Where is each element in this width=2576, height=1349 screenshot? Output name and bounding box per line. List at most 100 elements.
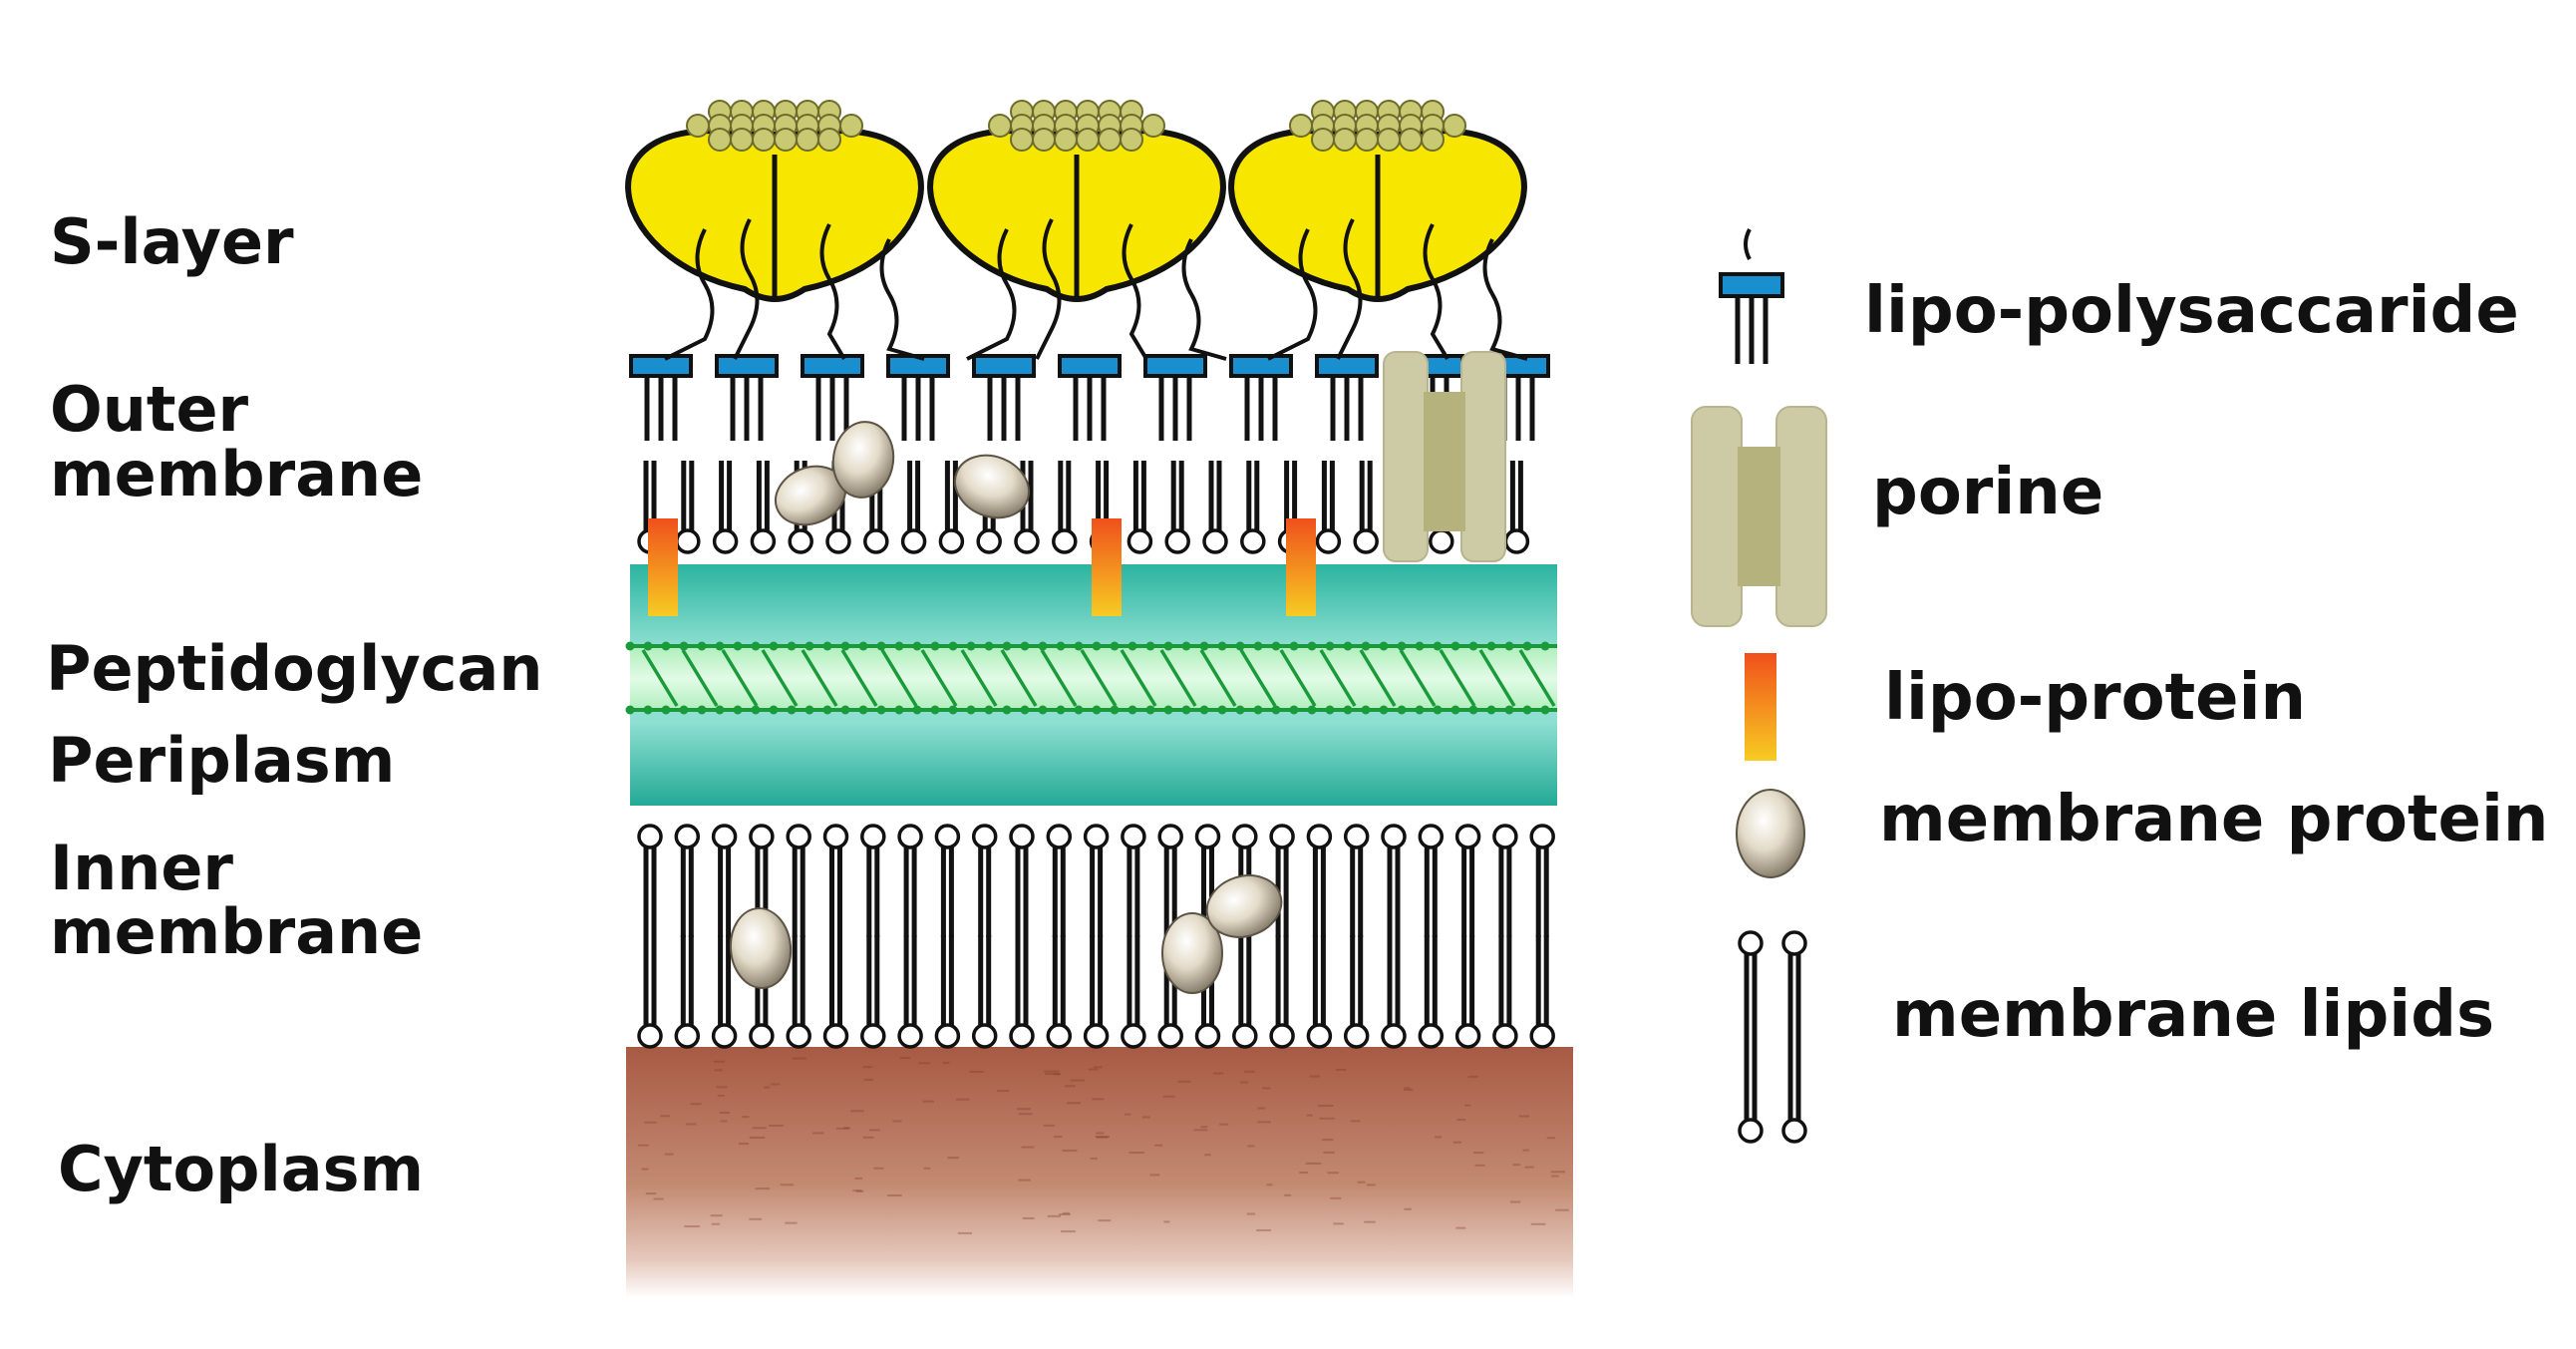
cytoplasm-speckle <box>899 1057 911 1060</box>
inner-lipid-inner-leaflet <box>1083 935 1110 1049</box>
cytoplasm-speckle <box>850 1110 864 1113</box>
lipid-head <box>938 528 965 554</box>
lps-head <box>1143 354 1207 378</box>
peptidoglycan-node <box>1307 705 1317 715</box>
lipid-head <box>1454 824 1481 849</box>
cytoplasm-speckle <box>645 1192 657 1195</box>
peptidoglycan-node <box>1433 705 1443 715</box>
cytoplasm-speckle <box>947 1157 960 1160</box>
lipid-head <box>1121 1023 1146 1049</box>
cytoplasm-speckle <box>1162 1095 1175 1098</box>
cytoplasm-speckle <box>717 1094 726 1097</box>
lipid-head <box>1083 824 1110 849</box>
outer-lipid-inner-leaflet <box>1052 461 1078 554</box>
outer-membrane-lps <box>801 354 864 441</box>
inner-lipid-inner-leaflet <box>897 935 923 1049</box>
lps-head <box>1058 354 1122 378</box>
cytoplasm-speckle <box>922 1100 934 1103</box>
cytoplasm-speckle <box>1065 1085 1076 1088</box>
inner-lipid-outer-leaflet <box>1381 824 1407 937</box>
inner-membrane-protein <box>1205 874 1283 938</box>
inner-lipid-outer-leaflet <box>786 824 811 937</box>
cytoplasm-speckle <box>1284 1193 1292 1196</box>
legend-lipid-upper <box>1781 930 1807 1037</box>
label-inner-membrane-line1: Inner <box>50 832 233 904</box>
cytoplasm-speckle <box>1266 1183 1273 1186</box>
cytoplasm-speckle <box>1204 1154 1211 1157</box>
peptidoglycan-node <box>1522 641 1532 651</box>
cytoplasm-speckle <box>1154 1144 1163 1147</box>
porine-channel <box>1424 392 1465 531</box>
peptidoglycan-node <box>1110 705 1120 715</box>
inner-lipid-outer-leaflet <box>1083 824 1110 937</box>
lipid-head <box>1454 1023 1481 1049</box>
peptidoglycan-node <box>1163 641 1173 651</box>
inner-lipid-outer-leaflet <box>674 824 701 937</box>
lipid-head <box>1343 1023 1370 1049</box>
cytoplasm-speckle <box>720 1120 728 1123</box>
outer-lipid-inner-leaflet <box>1014 461 1040 554</box>
peptidoglycan-node <box>1504 705 1514 715</box>
peptidoglycan-node <box>625 641 635 651</box>
lps-head <box>629 354 693 378</box>
peptidoglycan-node <box>1522 705 1532 715</box>
s-layer-glycan-cap <box>686 100 863 152</box>
lipid-head <box>1529 1023 1555 1049</box>
peptidoglycan-crosslink <box>1518 649 1556 707</box>
peptidoglycan-node <box>984 705 994 715</box>
lipid-head <box>788 528 813 554</box>
legend-lipid-lower <box>1738 1037 1764 1144</box>
inner-lipid-inner-leaflet <box>860 935 886 1049</box>
cytoplasm-speckle <box>1319 1117 1335 1120</box>
outer-membrane-lps <box>1143 354 1207 441</box>
peptidoglycan-node <box>1217 641 1227 651</box>
cytoplasm-speckle <box>1551 1175 1559 1178</box>
cytoplasm-speckle <box>892 1120 902 1123</box>
cytoplasm-speckle <box>1053 1136 1063 1139</box>
outer-membrane-lipoprotein <box>648 518 678 616</box>
lipid-head <box>934 824 961 849</box>
outer-lipid-inner-leaflet <box>1353 461 1379 554</box>
cytoplasm-speckle <box>1456 1119 1466 1122</box>
lps-head <box>972 354 1036 378</box>
peptidoglycan-node <box>715 705 725 715</box>
cytoplasm-speckle <box>887 1193 902 1196</box>
inner-lipid-inner-leaflet <box>1418 935 1445 1049</box>
lipid-head <box>1232 824 1258 849</box>
peptidoglycan-node <box>805 641 814 651</box>
lipid-head <box>1194 1023 1221 1049</box>
inner-lipid-outer-leaflet <box>897 824 923 937</box>
outer-membrane-lipoprotein <box>1092 518 1122 616</box>
outer-membrane-lps <box>1229 354 1293 441</box>
lipid-head <box>1009 824 1035 849</box>
cytoplasm-speckle <box>1061 1230 1076 1233</box>
cytoplasm-speckle <box>1128 1152 1145 1155</box>
cytoplasm-speckle <box>1096 1136 1109 1139</box>
cytoplasm-speckle <box>755 1187 771 1190</box>
peptidoglycan-node <box>1343 705 1353 715</box>
peptidoglycan-node <box>751 641 761 651</box>
s-layer-tether <box>733 218 760 360</box>
lipid-head <box>1781 930 1807 956</box>
cytoplasm-speckle <box>1088 1068 1099 1071</box>
inner-lipid-inner-leaflet <box>1381 935 1407 1049</box>
peptidoglycan-crosslink <box>1080 649 1118 707</box>
peptidoglycan-node <box>769 641 779 651</box>
lipid-head <box>976 528 1002 554</box>
peptidoglycan-node <box>822 641 832 651</box>
inner-lipid-outer-leaflet <box>1529 824 1555 937</box>
cytoplasm-speckle <box>1522 1149 1529 1152</box>
lipid-head <box>1164 528 1190 554</box>
peptidoglycan-crosslink <box>681 649 719 707</box>
lipid-head <box>1738 1118 1764 1144</box>
peptidoglycan-crosslink <box>641 649 679 707</box>
cytoplasm-speckle <box>785 1221 798 1224</box>
cytoplasm-speckle <box>1239 1081 1249 1084</box>
peptidoglycan-crosslink <box>1319 649 1357 707</box>
glycan-unit <box>1289 114 1313 138</box>
cytoplasm-speckle <box>1350 1120 1361 1123</box>
cytoplasm-speckle <box>749 1136 766 1139</box>
outer-lipid-inner-leaflet <box>1164 461 1190 554</box>
peptidoglycan-crosslink <box>920 649 958 707</box>
cytoplasm-speckle <box>711 1222 721 1225</box>
